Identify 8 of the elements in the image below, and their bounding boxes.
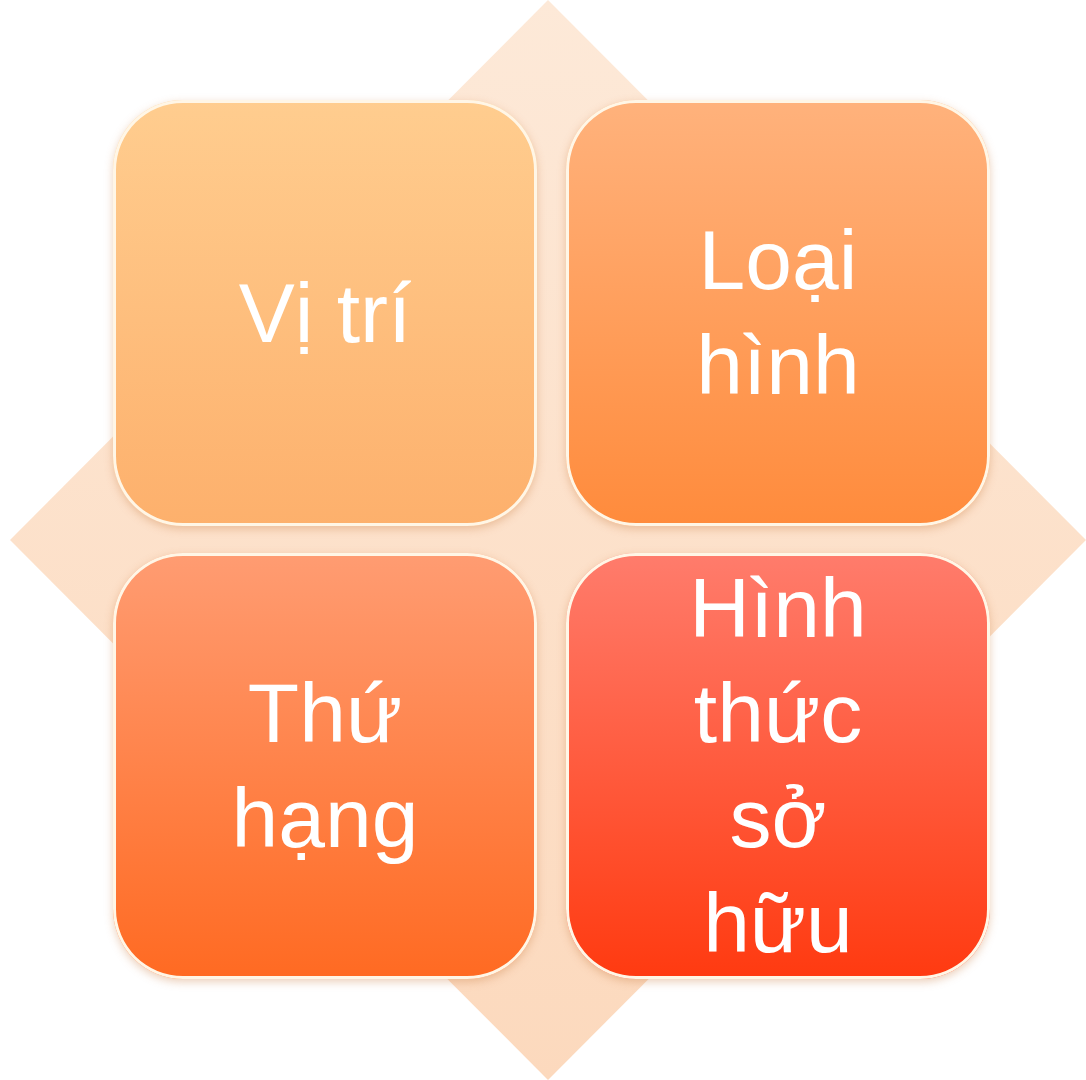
rounded-box [566, 553, 990, 979]
box-label: Vị trí [238, 264, 412, 362]
rounded-box [113, 100, 537, 526]
box-label: Thứ hạng [230, 665, 420, 867]
box-label: Hình thức sở hữu [688, 560, 868, 972]
box-label: Loại hình [695, 212, 861, 414]
rounded-box [566, 100, 990, 526]
rounded-box [113, 553, 537, 979]
